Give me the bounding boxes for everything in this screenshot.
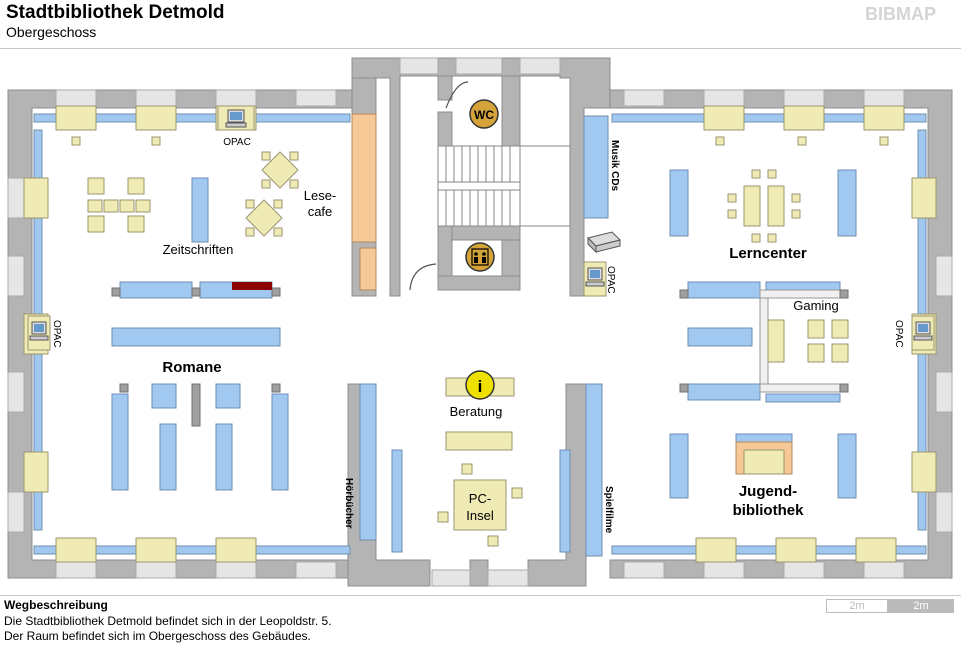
label-pc-insel-2: Insel (466, 508, 494, 523)
map-labels: Zeitschriften Lese- cafe Romane Beratung… (51, 137, 904, 534)
label-jugend-1: Jugend- (739, 483, 797, 500)
scale-bar-right: 2m (888, 599, 954, 613)
opac-terminal-centre (583, 261, 607, 297)
jugend-sofa (735, 441, 793, 475)
label-hoerbuecher: Hörbücher (343, 478, 354, 529)
shelves-left (111, 115, 609, 557)
windows (7, 57, 953, 587)
opac-terminal-right (911, 315, 935, 351)
info-icon: i (465, 370, 495, 400)
label-opac-centre: OPAC (605, 266, 616, 294)
pc-island (437, 463, 523, 547)
wc-icon: WC (469, 99, 499, 129)
label-pc-insel-1: PC- (469, 491, 491, 506)
directions-line-2: Der Raum befindet sich im Obergeschoss d… (4, 629, 311, 643)
doors (409, 81, 469, 291)
brand-logo: BIBMAP (865, 4, 936, 24)
page-title: Stadtbibliothek Detmold (6, 2, 225, 23)
scale-bar-left: 2m (826, 599, 888, 613)
lift-icon (465, 242, 495, 272)
label-lesecafe-1: Lese- (304, 188, 337, 203)
label-opac-top: OPAC (223, 137, 251, 148)
label-lerncenter: Lerncenter (729, 245, 807, 262)
gaming-area (759, 289, 849, 393)
label-musik-cds: Musik CDs (609, 140, 620, 192)
label-lesecafe-2: cafe (308, 204, 333, 219)
opac-terminal-left (27, 315, 51, 351)
staircase (437, 145, 571, 227)
floor-plan: WC i (7, 57, 953, 587)
label-beratung: Beratung (450, 404, 503, 419)
printer-icon (587, 231, 621, 254)
lerncenter-tables (727, 169, 801, 243)
label-gaming: Gaming (793, 298, 839, 313)
label-opac-right: OPAC (893, 320, 904, 348)
service-counter (232, 282, 272, 290)
wc-label: WC (474, 108, 494, 122)
footer-divider (0, 595, 961, 596)
label-zeitschriften: Zeitschriften (163, 242, 234, 257)
label-opac-left: OPAC (51, 320, 62, 348)
label-romane: Romane (162, 359, 221, 376)
floor-subtitle: Obergeschoss (6, 24, 97, 40)
reading-tables (87, 151, 299, 237)
info-icon-glyph: i (478, 377, 483, 396)
label-spielfilme: Spielfilme (603, 486, 614, 534)
directions-heading: Wegbeschreibung (4, 598, 108, 612)
header-divider (0, 48, 961, 49)
opac-terminal-top (217, 105, 255, 131)
directions-line-1: Die Stadtbibliothek Detmold befindet sic… (4, 614, 332, 628)
label-jugend-2: bibliothek (733, 502, 804, 519)
lesecafe-counter (351, 113, 377, 291)
end-caps-right (679, 289, 849, 393)
